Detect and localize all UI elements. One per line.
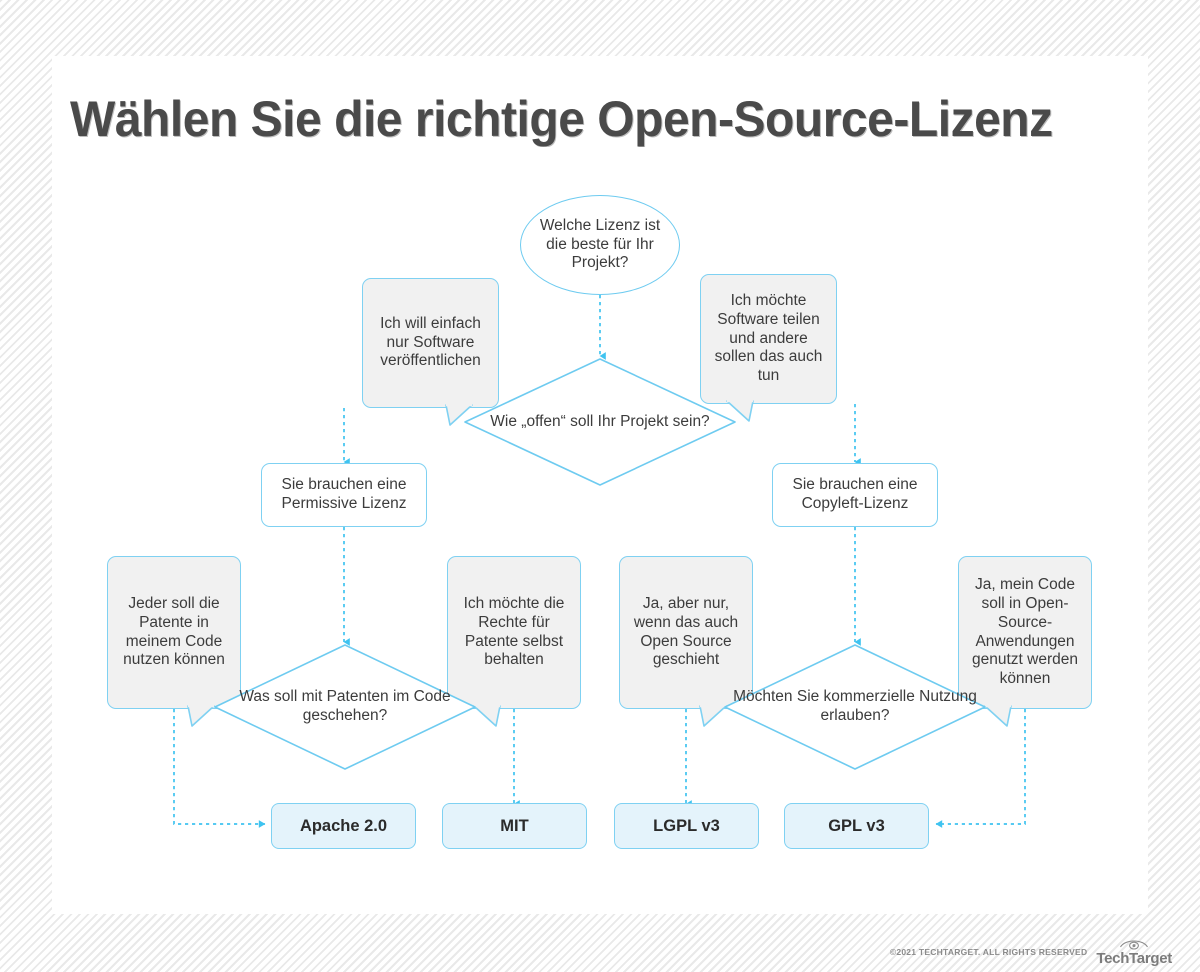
answer-share-alike-node[interactable]: Ich möchte Software teilen und andere so… — [700, 274, 837, 422]
page-title: Wählen Sie die richtige Open-Source-Lize… — [70, 91, 1053, 147]
statement-copyleft-node[interactable]: Sie brauchen eine Copyleft-Lizenz — [772, 463, 938, 527]
bubble-tail-icon — [187, 704, 215, 727]
answer-patents-keep-label: Ich möchte die Rechte für Patente selbst… — [463, 594, 565, 669]
license-lgpl-node[interactable]: LGPL v3 — [614, 803, 759, 849]
diamond-shape — [464, 358, 736, 486]
techtarget-logo: TechTarget — [1096, 937, 1172, 966]
answer-patents-open-node[interactable]: Jeder soll die Patente in meinem Code nu… — [107, 556, 241, 727]
statement-permissive-label: Sie brauchen eine Permissive Lizenz — [281, 476, 407, 512]
bubble-tail-icon — [984, 704, 1012, 727]
answer-commercial-if-oss-node[interactable]: Ja, aber nur, wenn das auch Open Source … — [619, 556, 753, 727]
patents-decision-node[interactable]: Was soll mit Patenten im Code geschehen? — [209, 642, 481, 772]
answer-patents-keep-node[interactable]: Ich möchte die Rechte für Patente selbst… — [447, 556, 581, 727]
commercial-decision-label: Möchten Sie kommerzielle Nutzung erlaube… — [733, 688, 977, 724]
statement-copyleft-label: Sie brauchen eine Copyleft-Lizenz — [792, 476, 918, 512]
answer-publish-only-node[interactable]: Ich will einfach nur Software veröffentl… — [362, 278, 499, 426]
start-question-node[interactable]: Welche Lizenz ist die beste für Ihr Proj… — [520, 195, 680, 295]
footer: ©2021 TECHTARGET. ALL RIGHTS RESERVED Te… — [890, 937, 1172, 966]
bubble-tail-icon — [473, 704, 501, 727]
techtarget-wordmark: TechTarget — [1096, 950, 1172, 967]
bubble-tail-icon — [445, 403, 473, 426]
answer-patents-open-label: Jeder soll die Patente in meinem Code nu… — [123, 594, 225, 669]
answer-commercial-oss-apps-node[interactable]: Ja, mein Code soll in Open-Source-Anwend… — [958, 556, 1092, 727]
answer-share-alike-label: Ich möchte Software teilen und andere so… — [714, 291, 823, 385]
license-apache-label: Apache 2.0 — [299, 816, 388, 835]
start-question-label: Welche Lizenz ist die beste für Ihr Proj… — [539, 216, 661, 272]
license-gpl-label: GPL v3 — [828, 816, 885, 835]
openness-decision-node[interactable]: Wie „offen“ soll Ihr Projekt sein? — [459, 356, 741, 488]
answer-commercial-if-oss-label: Ja, aber nur, wenn das auch Open Source … — [633, 594, 739, 669]
commercial-decision-node[interactable]: Möchten Sie kommerzielle Nutzung erlaube… — [719, 642, 991, 772]
patents-decision-label: Was soll mit Patenten im Code geschehen? — [239, 688, 451, 724]
diamond-shape — [724, 644, 986, 770]
openness-decision-label: Wie „offen“ soll Ihr Projekt sein? — [490, 412, 710, 430]
copyright-text: ©2021 TECHTARGET. ALL RIGHTS RESERVED — [889, 946, 1088, 957]
statement-permissive-node[interactable]: Sie brauchen eine Permissive Lizenz — [261, 463, 427, 527]
answer-publish-only-label: Ich will einfach nur Software veröffentl… — [380, 314, 481, 370]
answer-commercial-oss-apps-label: Ja, mein Code soll in Open-Source-Anwend… — [972, 575, 1078, 688]
license-mit-node[interactable]: MIT — [442, 803, 587, 849]
diagram-canvas: Wählen Sie die richtige Open-Source-Lize… — [52, 56, 1148, 914]
eye-icon — [1120, 940, 1149, 950]
license-lgpl-label: LGPL v3 — [653, 816, 720, 835]
license-gpl-node[interactable]: GPL v3 — [784, 803, 929, 849]
bubble-tail-icon — [726, 399, 754, 422]
diamond-shape — [214, 644, 476, 770]
bubble-tail-icon — [699, 704, 727, 727]
license-mit-label: MIT — [500, 816, 529, 835]
license-apache-node[interactable]: Apache 2.0 — [271, 803, 416, 849]
